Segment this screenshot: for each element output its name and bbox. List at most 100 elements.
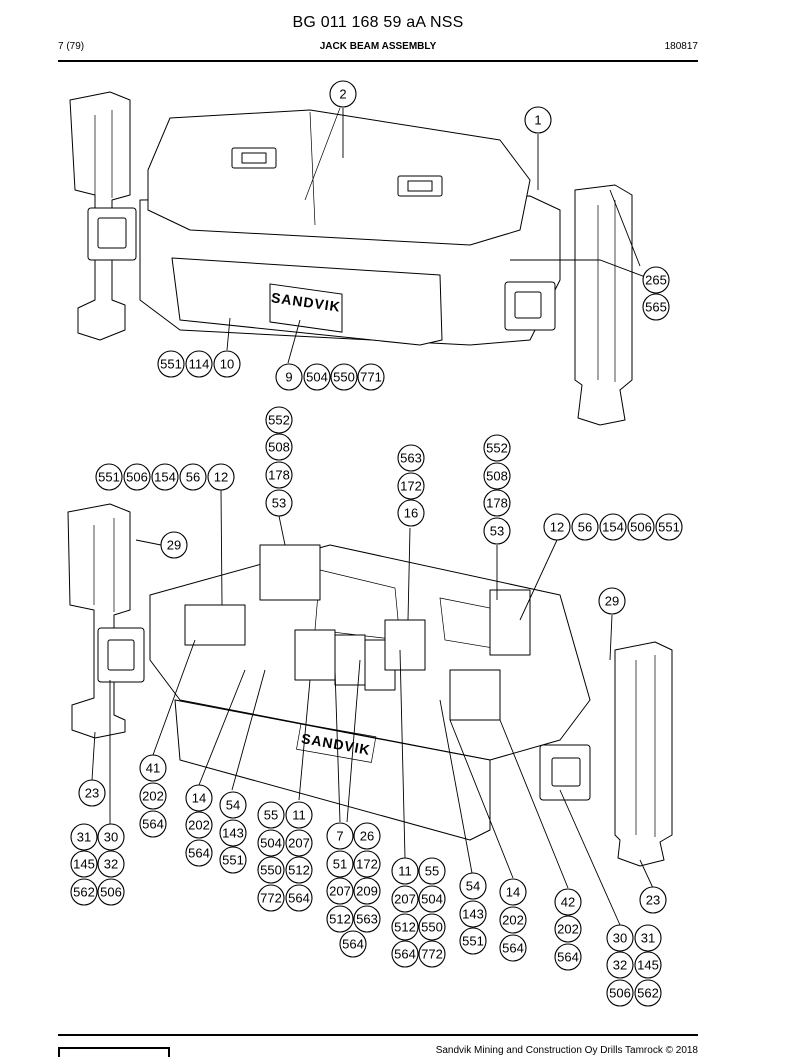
callout: 772 xyxy=(418,940,446,968)
svg-text:552: 552 xyxy=(268,413,290,428)
callout: 16 xyxy=(397,499,425,527)
callout: 54 xyxy=(219,791,247,819)
svg-text:564: 564 xyxy=(142,817,164,832)
callout: 143 xyxy=(219,819,247,847)
svg-text:143: 143 xyxy=(462,907,484,922)
svg-text:512: 512 xyxy=(329,912,351,927)
svg-text:564: 564 xyxy=(557,950,579,965)
callout: 23 xyxy=(639,886,667,914)
svg-text:202: 202 xyxy=(502,913,524,928)
callout: 564 xyxy=(285,884,313,912)
callout: 7 xyxy=(326,822,354,850)
section-title: JACK BEAM ASSEMBLY xyxy=(319,41,437,52)
callout: 154 xyxy=(599,513,627,541)
top-assembly-illustration: SANDVIK xyxy=(69,91,633,426)
callout: 550 xyxy=(418,913,446,941)
callout: 506 xyxy=(123,463,151,491)
svg-text:172: 172 xyxy=(356,857,378,872)
svg-text:506: 506 xyxy=(630,520,652,535)
callout: 565 xyxy=(642,293,670,321)
callout: 53 xyxy=(483,517,511,545)
callout: 55 xyxy=(418,857,446,885)
svg-text:114: 114 xyxy=(189,357,210,372)
callout: 564 xyxy=(139,810,167,838)
svg-text:56: 56 xyxy=(578,520,592,535)
callout: 506 xyxy=(627,513,655,541)
svg-text:56: 56 xyxy=(186,470,200,485)
callout: 207 xyxy=(326,877,354,905)
svg-text:53: 53 xyxy=(272,496,286,511)
callout: 504 xyxy=(257,829,285,857)
svg-text:41: 41 xyxy=(146,761,160,776)
svg-text:2: 2 xyxy=(339,87,346,102)
svg-text:506: 506 xyxy=(609,986,631,1001)
svg-text:512: 512 xyxy=(288,863,310,878)
callouts-top: 2 1 265 565 551 114 10 9 504 550 771 xyxy=(157,80,670,391)
callout: 552 xyxy=(483,434,511,462)
svg-text:16: 16 xyxy=(404,506,418,521)
callout: 54 xyxy=(459,872,487,900)
callout: 563 xyxy=(353,905,381,933)
callout: 56 xyxy=(571,513,599,541)
svg-text:53: 53 xyxy=(490,524,504,539)
callout: 53 xyxy=(265,489,293,517)
callout: 41 xyxy=(139,754,167,782)
svg-text:145: 145 xyxy=(73,857,95,872)
svg-text:11: 11 xyxy=(292,808,306,823)
svg-text:564: 564 xyxy=(502,941,524,956)
callout: 30 xyxy=(97,823,125,851)
callout: 11 xyxy=(391,857,419,885)
svg-text:772: 772 xyxy=(260,891,282,906)
svg-text:154: 154 xyxy=(154,470,176,485)
document-title: BG 011 168 59 aA NSS xyxy=(292,14,464,31)
callout: 154 xyxy=(151,463,179,491)
svg-text:29: 29 xyxy=(167,538,181,553)
callout: 512 xyxy=(285,856,313,884)
svg-text:506: 506 xyxy=(126,470,148,485)
svg-text:12: 12 xyxy=(550,520,564,535)
svg-text:564: 564 xyxy=(288,891,310,906)
svg-text:207: 207 xyxy=(329,884,351,899)
svg-text:54: 54 xyxy=(466,879,480,894)
callout: 551 xyxy=(219,846,247,874)
callout: 42 xyxy=(554,888,582,916)
svg-text:29: 29 xyxy=(605,594,619,609)
svg-text:32: 32 xyxy=(613,958,627,973)
svg-text:504: 504 xyxy=(306,370,328,385)
callout: 265 xyxy=(642,266,670,294)
callout: 2 xyxy=(329,80,357,108)
callout: 9 xyxy=(275,363,303,391)
svg-text:172: 172 xyxy=(400,479,422,494)
callout: 562 xyxy=(634,979,662,1007)
callout: 771 xyxy=(357,363,385,391)
callout: 143 xyxy=(459,900,487,928)
svg-text:551: 551 xyxy=(658,520,680,535)
svg-text:508: 508 xyxy=(268,440,290,455)
svg-text:512: 512 xyxy=(394,920,416,935)
callout: 550 xyxy=(330,363,358,391)
svg-text:562: 562 xyxy=(637,986,659,1001)
callout: 31 xyxy=(70,823,98,851)
callout: 172 xyxy=(353,850,381,878)
callout: 202 xyxy=(499,906,527,934)
svg-text:32: 32 xyxy=(104,857,118,872)
callout: 202 xyxy=(139,782,167,810)
svg-text:178: 178 xyxy=(486,496,508,511)
callout: 207 xyxy=(391,885,419,913)
footer-logo xyxy=(58,1047,170,1057)
callout: 564 xyxy=(554,943,582,971)
svg-text:55: 55 xyxy=(264,808,278,823)
callout: 506 xyxy=(97,878,125,906)
callout: 11 xyxy=(285,801,313,829)
callout: 506 xyxy=(606,979,634,1007)
svg-text:12: 12 xyxy=(214,470,228,485)
svg-text:154: 154 xyxy=(602,520,624,535)
svg-text:31: 31 xyxy=(641,931,655,946)
leader-lines xyxy=(91,108,657,926)
svg-text:550: 550 xyxy=(421,920,443,935)
page-number: 7 (79) xyxy=(58,41,85,52)
svg-text:51: 51 xyxy=(333,857,347,872)
callout: 32 xyxy=(606,951,634,979)
svg-text:30: 30 xyxy=(104,830,118,845)
callout: 564 xyxy=(339,930,367,958)
